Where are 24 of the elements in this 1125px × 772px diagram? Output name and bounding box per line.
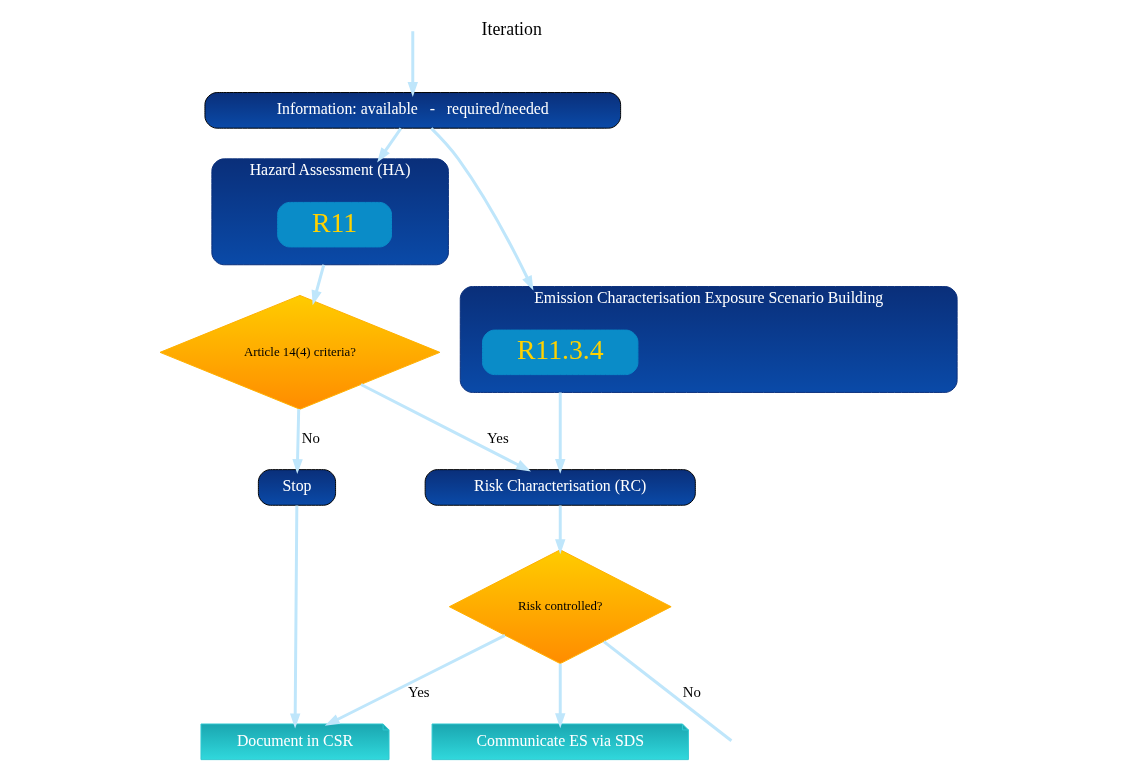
arrow	[311, 264, 326, 306]
arrow	[555, 505, 566, 555]
arrow	[430, 127, 534, 291]
connector	[603, 640, 733, 742]
arrow	[290, 505, 301, 729]
edge-label: Yes	[407, 684, 430, 701]
node-diamond: Article 14(4) criteria?	[159, 294, 441, 410]
node-diamond: Risk controlled?	[448, 549, 672, 665]
node-box: Stop	[257, 469, 337, 506]
node-box: Risk Characterisation (RC)	[424, 469, 696, 506]
arrow	[324, 634, 506, 726]
arrow	[555, 392, 566, 474]
arrow	[360, 383, 531, 472]
edge-label: No	[682, 684, 701, 701]
arrow	[407, 31, 418, 97]
arrow	[292, 409, 303, 474]
edge-label: No	[301, 429, 320, 446]
label: Iteration	[481, 18, 542, 39]
node-box: R11.3.4	[482, 329, 639, 376]
edge-label: Yes	[487, 429, 509, 446]
arrow	[377, 127, 403, 163]
node-box: R11	[277, 201, 392, 248]
arrow	[555, 663, 566, 729]
node-box: Information: available - required/needed	[204, 92, 622, 129]
